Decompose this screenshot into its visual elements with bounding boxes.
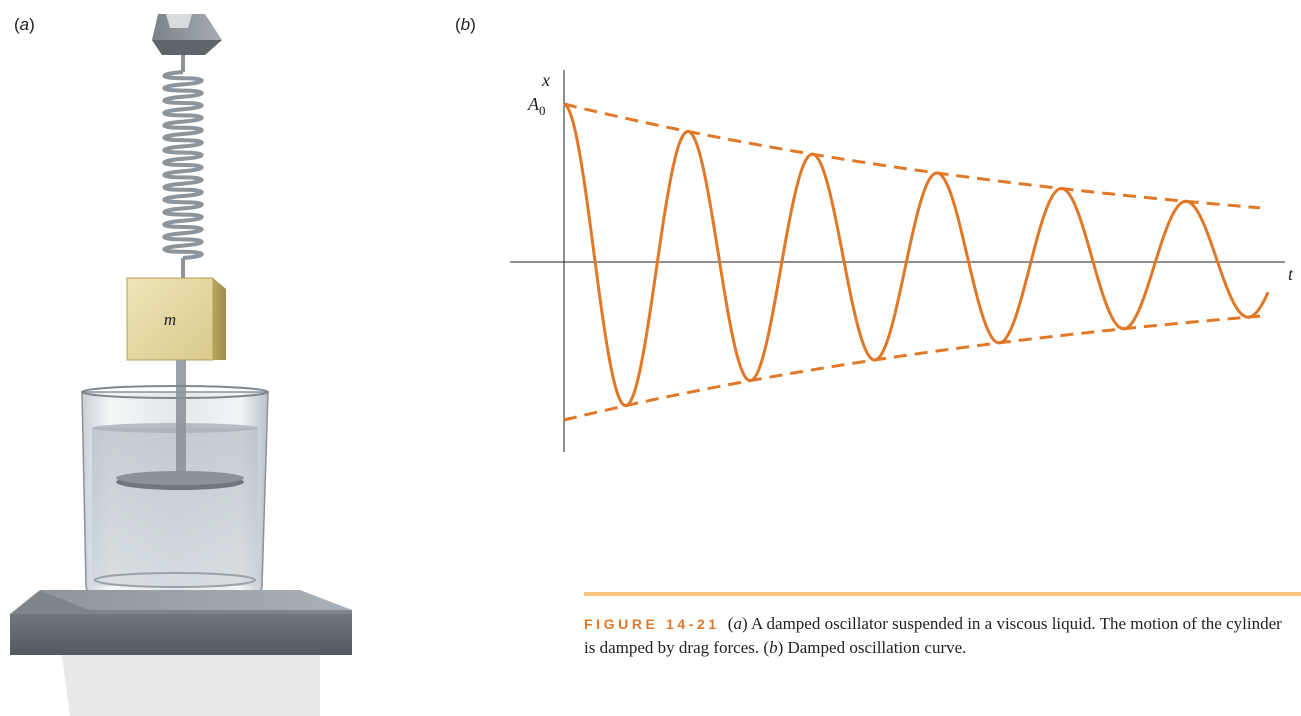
viscous-liquid	[92, 428, 258, 586]
x-axis-label: x	[541, 70, 550, 90]
panel-label-a: (a)	[14, 15, 35, 34]
damped-oscillation-graph: x A0 t	[510, 70, 1294, 452]
mass-block: m	[126, 277, 226, 361]
caption-rule	[584, 592, 1301, 596]
damped-oscillation-curve	[563, 102, 1270, 408]
panel-label-b: (b)	[455, 15, 476, 34]
ceiling-mount	[152, 14, 222, 55]
base-platform	[10, 590, 352, 655]
spring	[162, 55, 204, 278]
amplitude-label: A0	[527, 94, 546, 118]
lower-envelope-curve	[563, 314, 1261, 422]
t-axis-label: t	[1288, 264, 1294, 284]
figure-caption: FIGURE 14-21(a) A damped oscillator susp…	[584, 614, 1282, 657]
caption-part-a: A damped oscillator suspended in a visco…	[584, 614, 1282, 657]
caption-part-b: Damped oscillation curve.	[787, 638, 967, 657]
beaker	[81, 385, 269, 597]
figure-number: FIGURE 14-21	[584, 616, 720, 632]
mass-label: m	[164, 310, 176, 329]
damped-oscillator-illustration: m	[10, 14, 352, 716]
upper-envelope-curve	[563, 102, 1261, 210]
